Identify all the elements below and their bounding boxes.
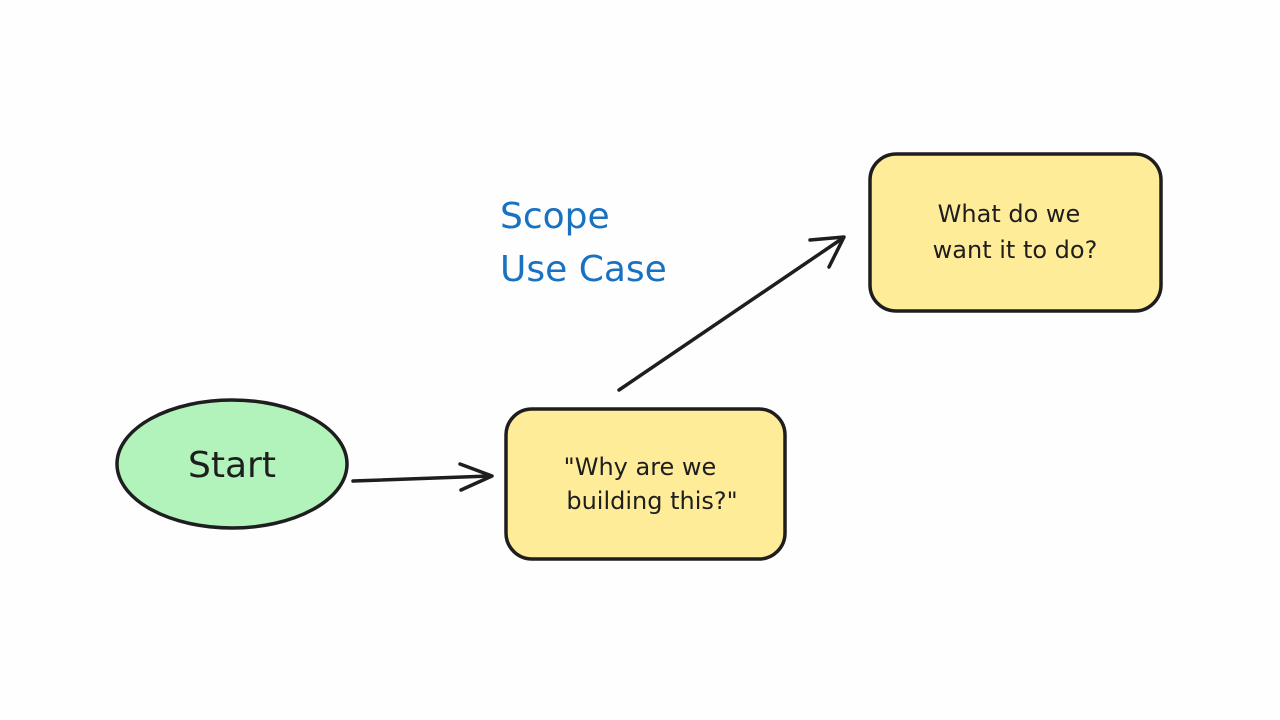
annotation-line2: Use Case bbox=[500, 249, 667, 290]
why-label-line1: "Why are we bbox=[564, 453, 717, 481]
why-label-line2: building this?" bbox=[566, 487, 737, 515]
edge-line bbox=[351, 474, 492, 483]
what-label-line1: What do we bbox=[938, 200, 1081, 228]
why-box bbox=[504, 407, 787, 561]
start-label: Start bbox=[188, 445, 276, 486]
node-start[interactable]: Start bbox=[115, 398, 349, 530]
scope-annotation: Scope Use Case bbox=[500, 196, 667, 290]
node-what[interactable]: What do we want it to do? bbox=[868, 152, 1163, 313]
start-ellipse bbox=[115, 398, 349, 530]
arrowhead-icon bbox=[458, 462, 494, 492]
node-why[interactable]: "Why are we building this?" bbox=[504, 407, 787, 561]
edge-line bbox=[617, 236, 845, 392]
what-label-line2: want it to do? bbox=[933, 236, 1098, 264]
what-box bbox=[868, 152, 1163, 313]
edge-start-to-why bbox=[351, 462, 494, 492]
arrowhead-icon bbox=[808, 235, 846, 269]
annotation-line1: Scope bbox=[500, 196, 610, 237]
edge-why-to-what bbox=[617, 235, 846, 392]
